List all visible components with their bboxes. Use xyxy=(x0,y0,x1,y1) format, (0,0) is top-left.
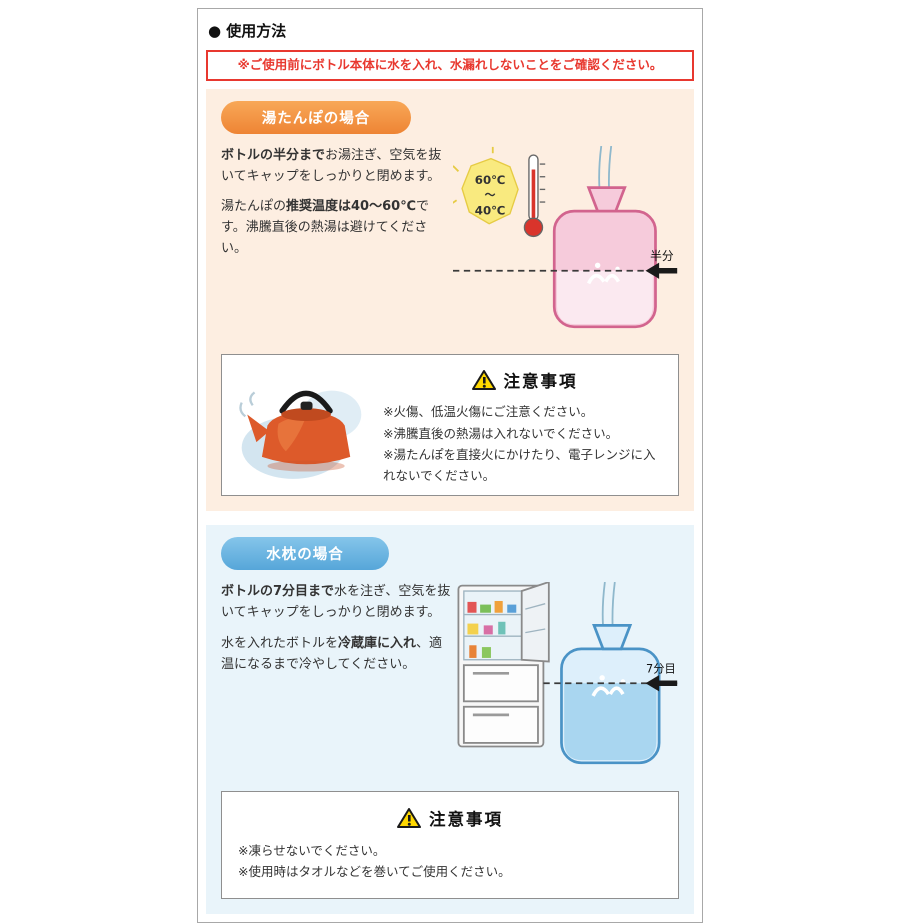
water-pillow-step-1: ボトルの7分目まで水を注ぎ、空気を抜いてキャップをしっかりと閉めます。 xyxy=(221,582,453,624)
hot-step2-pre: 湯たんぽの xyxy=(221,199,287,215)
pre-use-notice-text: ※ご使用前にボトル本体に水を入れ、水漏れしないことをご確認ください。 xyxy=(237,57,663,72)
water-pillow-illustration: 7分目 xyxy=(453,582,679,776)
hot-step2-bold: 推奨温度は40〜60℃ xyxy=(286,199,416,215)
cold-step1-bold: ボトルの7分目まで xyxy=(221,584,335,600)
warning-icon xyxy=(397,807,421,829)
hot-water-bottle xyxy=(552,186,657,329)
hot-water-instructions: ボトルの半分までお湯注ぎ、空気を抜いてキャップをしっかりと閉めます。 湯たんぽの… xyxy=(221,146,453,340)
water-pillow-step-2: 水を入れたボトルを冷蔵庫に入れ、適温になるまで冷やしてください。 xyxy=(221,634,453,676)
hot-caution-title: 注意事項 xyxy=(503,372,578,392)
thermometer-icon xyxy=(523,154,546,237)
water-pillow-section: 水枕の場合 ボトルの7分目まで水を注ぎ、空気を抜いてキャップをしっかりと閉めます… xyxy=(206,525,694,915)
cold-caution-list: ※凍らせないでください。 ※使用時はタオルなどを巻いてご使用ください。 xyxy=(238,840,662,883)
half-level-arrow-icon xyxy=(645,262,678,279)
thermo-range-tilde: 〜 xyxy=(485,188,496,201)
hot-water-badge: 湯たんぽの場合 xyxy=(221,100,411,134)
temperature-badge: 60℃ 〜 40℃ xyxy=(453,146,519,225)
caution-item: ※沸騰直後の熱湯は入れないでください。 xyxy=(383,425,619,441)
cold-step2-pre: 水を入れたボトルを xyxy=(221,636,339,652)
hot-caution-list: ※火傷、低温火傷にご注意ください。 ※沸騰直後の熱湯は入れないでください。 ※湯… xyxy=(383,401,666,486)
caution-item: ※凍らせないでください。 xyxy=(238,842,386,858)
hot-water-step-2: 湯たんぽの推奨温度は40〜60℃です。沸騰直後の熱湯は避けてください。 xyxy=(221,197,453,259)
fridge-bottle-drawing: 7分目 xyxy=(457,582,678,765)
hot-water-badge-label: 湯たんぽの場合 xyxy=(261,110,371,127)
water-pillow-badge-label: 水枕の場合 xyxy=(266,547,344,564)
cold-step2-bold: 冷蔵庫に入れ xyxy=(338,636,417,652)
hot-water-bottle-drawing: 60℃ 〜 40℃ xyxy=(453,145,678,329)
cold-caution-heading: 注意事項 xyxy=(238,806,662,830)
caution-item: ※湯たんぽを直接火にかけたり、電子レンジに入れないでください。 xyxy=(383,446,656,484)
hot-caution-body: 注意事項 ※火傷、低温火傷にご注意ください。 ※沸騰直後の熱湯は入れないでくださ… xyxy=(379,364,666,486)
water-pillow-content-row: ボトルの7分目まで水を注ぎ、空気を抜いてキャップをしっかりと閉めます。 水を入れ… xyxy=(221,582,679,776)
hot-caution-box: 注意事項 ※火傷、低温火傷にご注意ください。 ※沸騰直後の熱湯は入れないでくださ… xyxy=(221,354,679,497)
kettle-drawing xyxy=(238,390,361,480)
water-pillow-badge: 水枕の場合 xyxy=(221,537,389,571)
cold-caution-box: 注意事項 ※凍らせないでください。 ※使用時はタオルなどを巻いてご使用ください。 xyxy=(221,790,679,900)
half-level-label: 半分 xyxy=(650,249,674,263)
hot-caution-heading: 注意事項 xyxy=(383,368,666,392)
instruction-sheet: ● 使用方法 ※ご使用前にボトル本体に水を入れ、水漏れしないことをご確認ください… xyxy=(197,8,703,923)
hot-water-step-1: ボトルの半分までお湯注ぎ、空気を抜いてキャップをしっかりと閉めます。 xyxy=(221,146,453,188)
cold-step2-rest: 、適温になるまで冷やしてください。 xyxy=(221,636,443,672)
hot-step1-bold: ボトルの半分まで xyxy=(221,147,326,163)
caution-item: ※使用時はタオルなどを巻いてご使用ください。 xyxy=(238,864,511,880)
hot-water-section: 湯たんぽの場合 ボトルの半分までお湯注ぎ、空気を抜いてキャップをしっかりと閉めま… xyxy=(206,88,694,512)
refrigerator-drawing xyxy=(457,582,550,748)
kettle-illustration xyxy=(234,363,379,487)
caution-item: ※火傷、低温火傷にご注意ください。 xyxy=(383,404,594,420)
thermo-high-label: 60℃ xyxy=(475,173,506,187)
hot-water-illustration: 60℃ 〜 40℃ xyxy=(453,145,679,340)
cold-step1-rest: 水を注ぎ、空気を抜いてキャップをしっかりと閉めます。 xyxy=(221,584,451,621)
thermo-low-label: 40℃ xyxy=(475,204,506,218)
water-pillow-instructions: ボトルの7分目まで水を注ぎ、空気を抜いてキャップをしっかりと閉めます。 水を入れ… xyxy=(221,582,453,776)
seven-tenths-label: 7分目 xyxy=(646,663,676,676)
hot-step1-rest: お湯注ぎ、空気を抜いてキャップをしっかりと閉めます。 xyxy=(221,147,442,184)
cold-caution-title: 注意事項 xyxy=(429,809,503,829)
hot-step2-rest: です。沸騰直後の熱湯は避けてください。 xyxy=(221,199,429,257)
pre-use-notice: ※ご使用前にボトル本体に水を入れ、水漏れしないことをご確認ください。 xyxy=(206,50,694,81)
warning-icon xyxy=(471,369,496,391)
page-title: ● 使用方法 xyxy=(208,22,287,40)
seven-tenths-arrow-icon xyxy=(645,675,678,692)
water-pillow-bottle xyxy=(560,624,661,765)
hot-water-content-row: ボトルの半分までお湯注ぎ、空気を抜いてキャップをしっかりと閉めます。 湯たんぽの… xyxy=(221,145,679,340)
